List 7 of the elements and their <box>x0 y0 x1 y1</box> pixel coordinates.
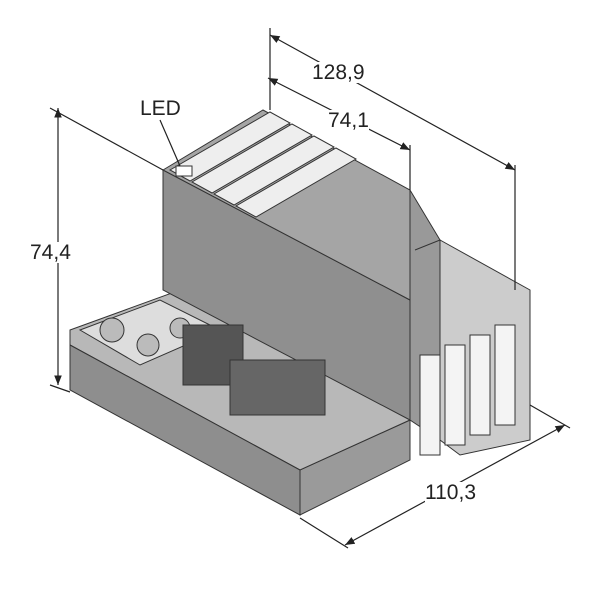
leader-line <box>159 120 181 166</box>
callout-label: LED <box>140 98 181 119</box>
led-indicator <box>176 166 192 176</box>
dimension-label: 74,4 <box>30 242 71 263</box>
dimension-label: 128,9 <box>312 62 365 83</box>
dimension-label: 110,3 <box>425 482 476 503</box>
dimension-label: 74,1 <box>328 110 369 131</box>
